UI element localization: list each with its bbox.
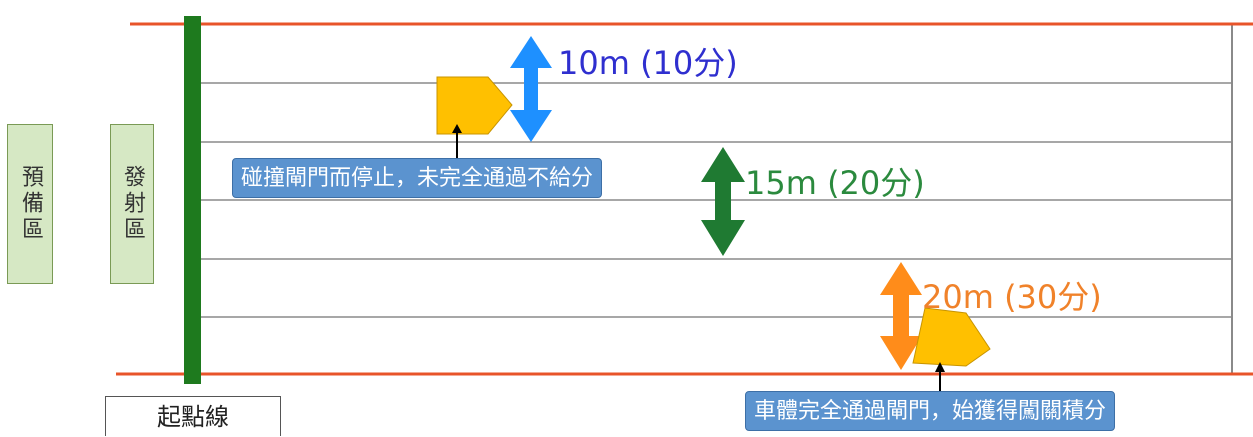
distance-arrow-20m [880, 262, 922, 370]
callout-collision-no-score: 碰撞閘門而停止，未完全通過不給分 [232, 158, 603, 198]
distance-label-15m: 15m (20分) [745, 164, 925, 202]
distance-arrow-10m [510, 36, 552, 142]
car-passed-icon [912, 307, 991, 367]
distance-arrow-15m [701, 147, 745, 256]
start-line-bar [184, 16, 201, 384]
start-line-label: 起點線 [105, 396, 281, 436]
launch-zone-label: 發射區 [110, 124, 154, 284]
callout-pass-score: 車體完全通過閘門，始獲得闖關積分 [745, 391, 1116, 431]
callout-pointer-head [935, 362, 945, 372]
distance-label-10m: 10m (10分) [558, 44, 738, 82]
callout-pointer-head [452, 124, 462, 133]
car-stopped-icon [436, 76, 513, 135]
distance-label-20m: 20m (30分) [922, 278, 1102, 316]
prep-zone-label: 預備區 [7, 124, 53, 284]
